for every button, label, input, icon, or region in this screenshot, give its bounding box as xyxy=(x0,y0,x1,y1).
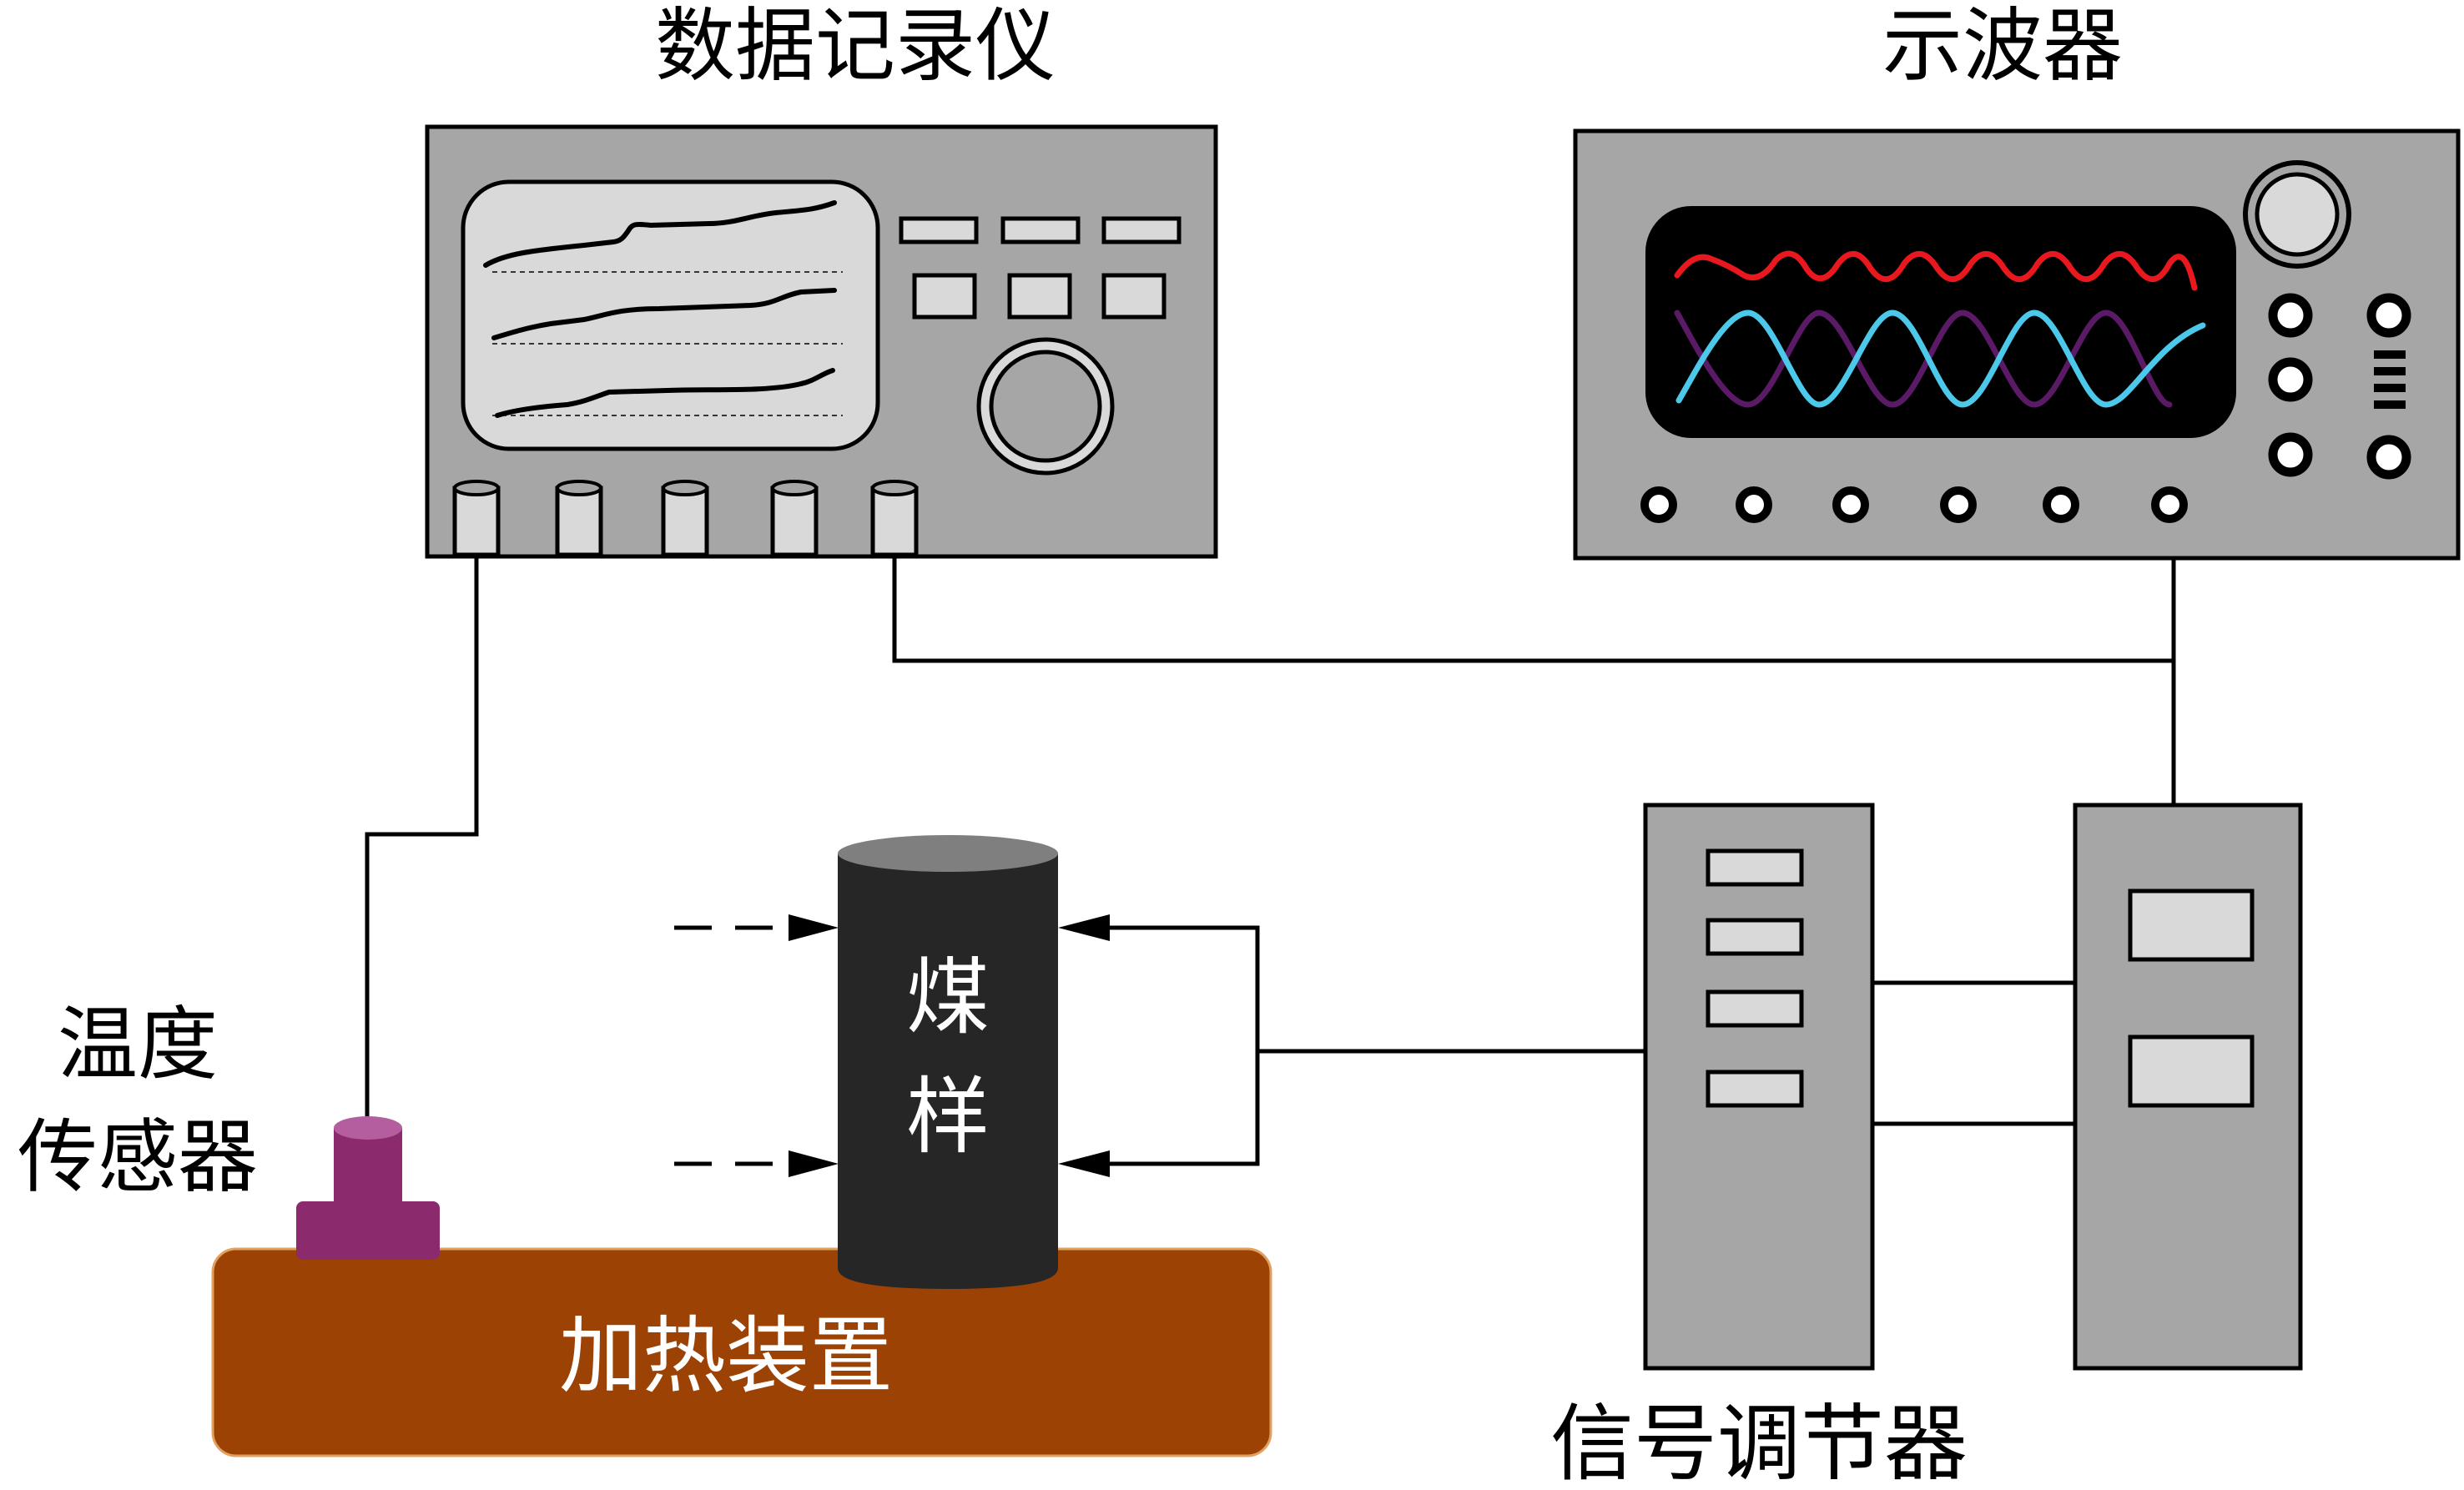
oscilloscope-bottom-jack-icon[interactable] xyxy=(1940,486,1977,523)
arrow-right-bottom xyxy=(1058,1150,1110,1177)
label-signal-conditioner: 信号调节器 xyxy=(1550,1395,1968,1490)
recorder-connector-icon[interactable] xyxy=(452,480,501,557)
recorder-slot-button[interactable] xyxy=(899,216,979,244)
oscilloscope-slider-mark xyxy=(2374,367,2406,375)
oscilloscope-slider-mark xyxy=(2374,384,2406,392)
oscilloscope-bottom-jack-icon[interactable] xyxy=(1736,486,1772,523)
sample-body xyxy=(838,853,1058,1289)
recorder-connector-icon[interactable] xyxy=(555,480,603,557)
recorder-connector-icon[interactable] xyxy=(661,480,709,557)
conditioner-display xyxy=(2128,1034,2255,1108)
arrow-left-top xyxy=(789,914,839,941)
wires xyxy=(365,509,2176,1166)
oscilloscope-side-jack-icon[interactable] xyxy=(2366,435,2411,480)
arrow-left-bottom xyxy=(789,1150,839,1177)
recorder-square-button[interactable] xyxy=(1007,273,1072,320)
temperature-sensor xyxy=(296,1116,440,1260)
wire-sample-bracket xyxy=(1101,925,1260,1166)
wire-recorder-to-sensor xyxy=(365,555,479,1125)
sensor-base xyxy=(296,1201,440,1260)
conditioner-slot[interactable] xyxy=(1706,1070,1804,1108)
data-recorder xyxy=(425,124,1218,559)
signal-conditioner xyxy=(1643,803,2303,1371)
oscilloscope-knob-icon[interactable] xyxy=(2243,160,2351,269)
oscilloscope xyxy=(1573,128,2461,561)
recorder-square-button[interactable] xyxy=(912,273,977,320)
oscilloscope-trace-cyan xyxy=(1675,310,2206,408)
sensor-stem xyxy=(334,1128,402,1220)
recorder-slot-button[interactable] xyxy=(1101,216,1182,244)
oscilloscope-trace-red xyxy=(1674,250,2198,291)
oscilloscope-side-jack-icon[interactable] xyxy=(2366,293,2411,338)
conditioner-slot[interactable] xyxy=(1706,918,1804,956)
oscilloscope-bottom-jack-icon[interactable] xyxy=(2043,486,2079,523)
heating-device xyxy=(211,1247,1272,1457)
sample-top xyxy=(838,835,1058,872)
conditioner-slot[interactable] xyxy=(1706,848,1804,887)
coal-sample xyxy=(838,835,1058,1289)
oscilloscope-side-jack-icon[interactable] xyxy=(2268,432,2313,477)
recorder-connectors xyxy=(452,480,919,557)
label-temp-sensor-line1: 温度 xyxy=(58,998,218,1091)
label-heating-device: 加热装置 xyxy=(559,1307,893,1405)
wire-recorder-to-oscilloscope xyxy=(892,555,2174,663)
sensor-top xyxy=(334,1116,402,1140)
recorder-square-button[interactable] xyxy=(1101,273,1166,320)
conditioner-slot[interactable] xyxy=(1706,989,1804,1028)
label-coal-sample-line2: 样 xyxy=(906,1068,990,1165)
oscilloscope-slider-mark xyxy=(2374,400,2406,409)
recorder-connector-icon[interactable] xyxy=(870,480,919,557)
oscilloscope-bottom-jack-icon[interactable] xyxy=(1640,486,1677,523)
oscilloscope-side-jack-icon[interactable] xyxy=(2268,357,2313,402)
recorder-connector-icon[interactable] xyxy=(770,480,819,557)
oscilloscope-bottom-jack-icon[interactable] xyxy=(2151,486,2188,523)
label-coal-sample-line1: 煤 xyxy=(906,949,990,1046)
recorder-trace-1 xyxy=(483,200,837,268)
recorder-trace-2 xyxy=(491,288,837,340)
conditioner-display xyxy=(2128,888,2255,962)
sample-arrows-left xyxy=(674,914,839,1177)
oscilloscope-side-jack-icon[interactable] xyxy=(2268,293,2313,338)
recorder-slot-button[interactable] xyxy=(1000,216,1081,244)
label-oscilloscope: 示波器 xyxy=(1882,0,2123,93)
oscilloscope-screen xyxy=(1645,206,2236,438)
oscilloscope-bottom-jack-icon[interactable] xyxy=(1832,486,1869,523)
label-data-recorder: 数据记录仪 xyxy=(655,0,1056,93)
sample-arrows-right xyxy=(1058,914,1110,1177)
arrow-right-top xyxy=(1058,914,1110,941)
oscilloscope-slider-mark xyxy=(2374,350,2406,359)
label-temp-sensor-line2: 传感器 xyxy=(18,1110,258,1204)
recorder-knob-icon[interactable] xyxy=(976,337,1115,476)
recorder-trace-3 xyxy=(495,368,835,418)
